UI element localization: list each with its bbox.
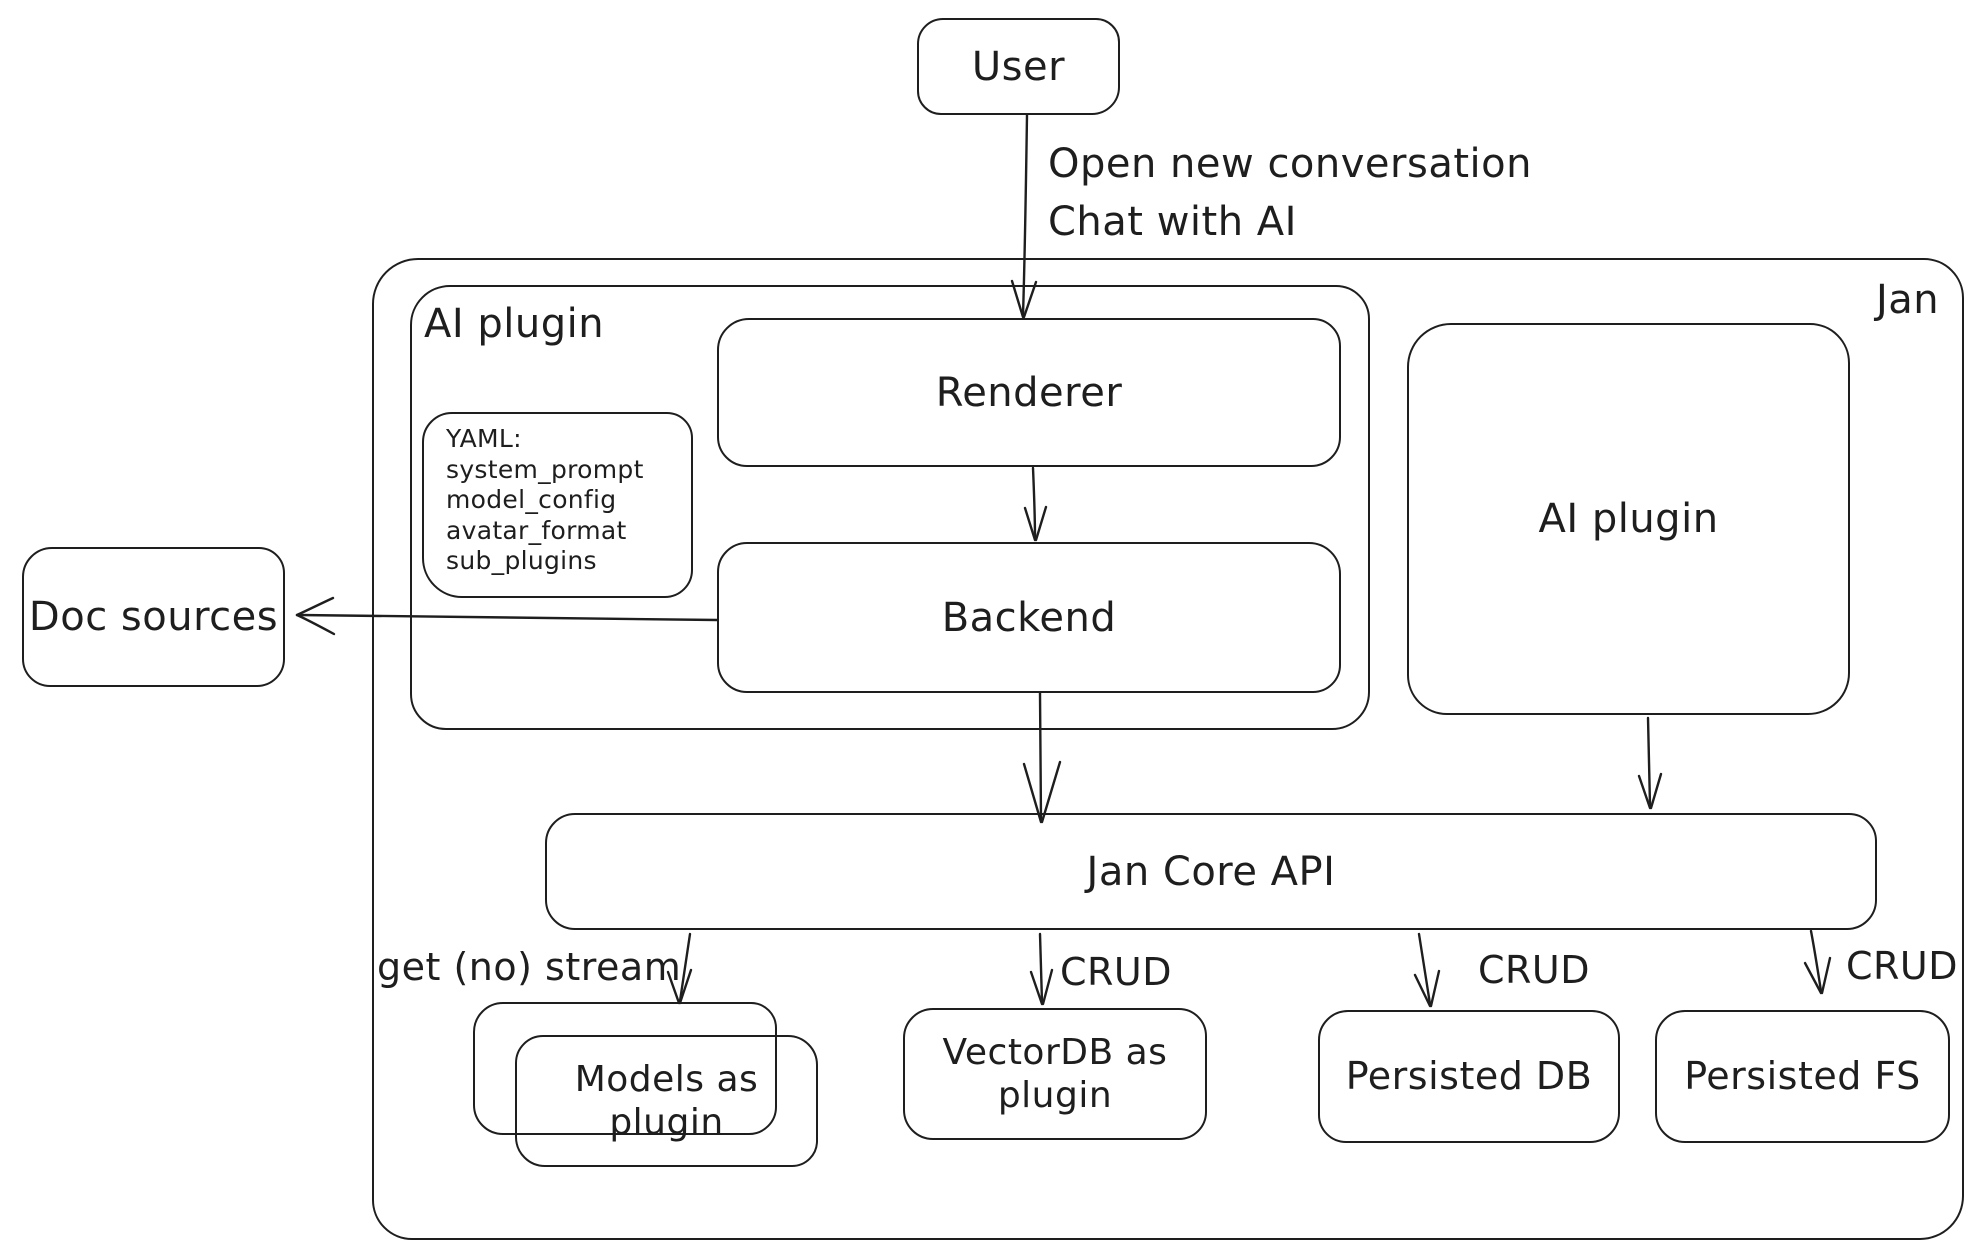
group-ai-plugin-label: AI plugin	[424, 301, 605, 347]
edge-label-open-conversation: Open new conversation	[1048, 141, 1532, 187]
node-vectordb-as-plugin: VectorDB as plugin	[903, 1008, 1207, 1140]
node-models-as-plugin-back	[473, 1002, 777, 1135]
node-jan-core-api-label: Jan Core API	[1086, 848, 1336, 895]
yaml-note-text: YAML: system_prompt model_config avatar_…	[446, 424, 644, 577]
yaml-note-title: YAML:	[446, 424, 522, 453]
yaml-note-line: model_config	[446, 485, 617, 514]
edge-label-crud-persisted-db: CRUD	[1478, 948, 1591, 992]
yaml-note-line: avatar_format	[446, 515, 627, 545]
group-ai-plugin	[410, 285, 1370, 730]
node-models-as-plugin: Models as plugin	[515, 1035, 818, 1167]
node-models-as-plugin-label: Models as plugin	[574, 1058, 759, 1143]
yaml-note-line: system_prompt	[446, 454, 644, 484]
edge-label-chat-with-ai: Chat with AI	[1048, 199, 1297, 245]
node-renderer: Renderer	[717, 318, 1341, 467]
yaml-note-line: sub_plugins	[446, 546, 597, 575]
node-backend: Backend	[717, 542, 1341, 693]
node-persisted-fs-label: Persisted FS	[1684, 1053, 1921, 1098]
node-vectordb-as-plugin-label: VectorDB as plugin	[942, 1031, 1168, 1116]
node-persisted-db-label: Persisted DB	[1345, 1053, 1593, 1098]
container-jan-label: Jan	[1876, 277, 1940, 323]
node-yaml-note: YAML: system_prompt model_config avatar_…	[422, 412, 693, 598]
node-doc-sources: Doc sources	[22, 547, 285, 687]
edge-label-get-no-stream: get (no) stream	[377, 945, 682, 989]
node-persisted-db: Persisted DB	[1318, 1010, 1620, 1143]
node-backend-label: Backend	[941, 594, 1117, 641]
node-ai-plugin-right: AI plugin	[1407, 323, 1850, 715]
edge-label-crud-vectordb: CRUD	[1060, 950, 1173, 994]
node-ai-plugin-right-label: AI plugin	[1538, 496, 1719, 542]
node-jan-core-api: Jan Core API	[545, 813, 1877, 930]
node-renderer-label: Renderer	[935, 369, 1123, 416]
node-user-label: User	[971, 43, 1066, 90]
node-user: User	[917, 18, 1120, 115]
container-jan	[372, 258, 1964, 1240]
node-doc-sources-label: Doc sources	[28, 594, 279, 640]
edge-label-crud-persisted-fs: CRUD	[1846, 944, 1959, 988]
node-persisted-fs: Persisted FS	[1655, 1010, 1950, 1143]
